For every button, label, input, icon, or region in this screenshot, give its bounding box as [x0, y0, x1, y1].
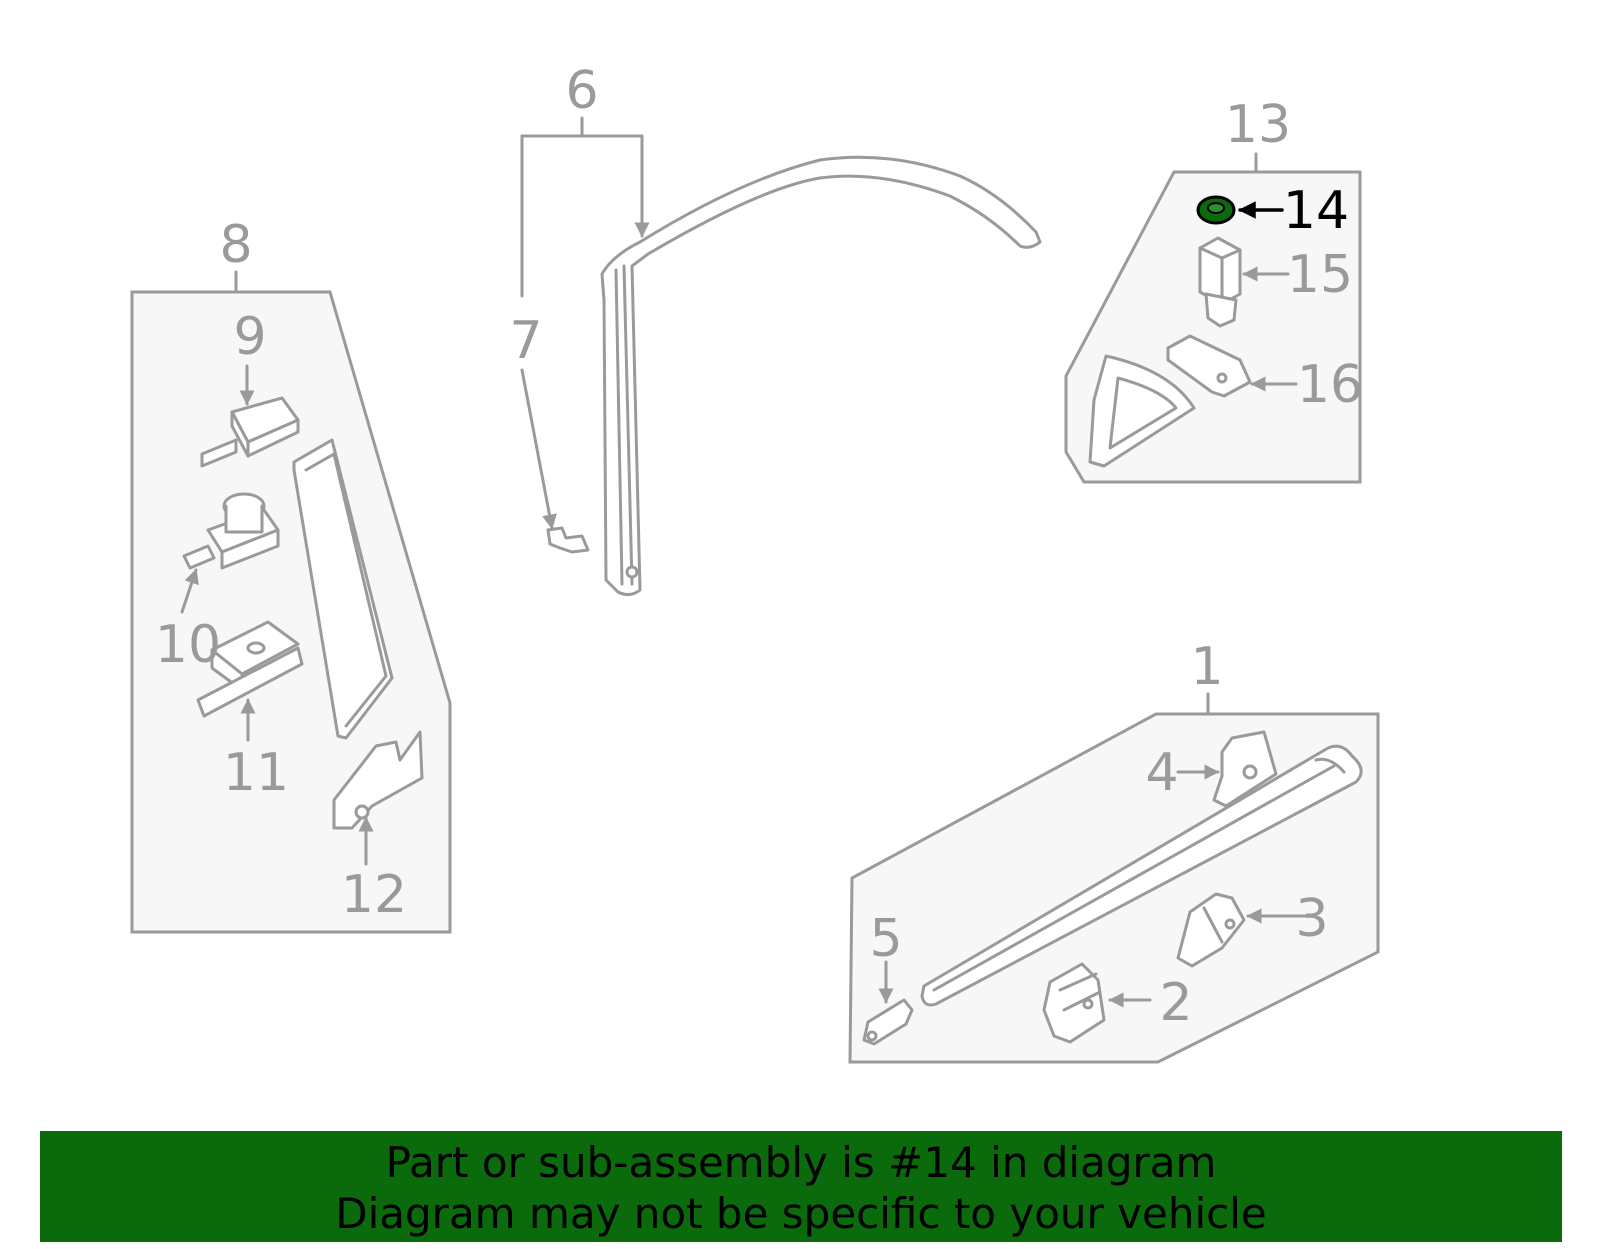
callout-11: 11 — [223, 743, 289, 803]
banner-line-1: Part or sub-assembly is #14 in diagram — [385, 1138, 1217, 1187]
door-frame-molding[interactable] — [600, 155, 1042, 597]
part-3-clip[interactable] — [1176, 892, 1246, 968]
callout-13: 13 — [1225, 95, 1291, 155]
info-banner: Part or sub-assembly is #14 in diagram D… — [40, 1131, 1562, 1242]
part-7-clip[interactable] — [546, 526, 590, 554]
pillar-trim[interactable] — [292, 438, 394, 740]
callout-8: 8 — [219, 215, 252, 275]
part-10-clip[interactable] — [182, 492, 280, 570]
panel-1 — [848, 692, 1380, 1064]
callout-10: 10 — [155, 615, 221, 675]
callout-5: 5 — [869, 909, 902, 969]
callout-6: 6 — [565, 61, 598, 121]
callout-6-bracket — [520, 116, 650, 298]
callout-15: 15 — [1287, 245, 1353, 305]
part-4-clip[interactable] — [1212, 730, 1278, 808]
callout-7: 7 — [509, 311, 542, 371]
parts-diagram: 1 2 3 4 5 6 7 8 9 10 11 12 13 14 15 16 — [130, 61, 1380, 1064]
panel-13 — [1064, 152, 1362, 484]
callout-9: 9 — [233, 307, 266, 367]
part-15-cap[interactable] — [1198, 236, 1242, 328]
callout-2: 2 — [1159, 973, 1192, 1033]
callout-1: 1 — [1190, 637, 1223, 697]
part-5-end-cap[interactable] — [862, 998, 914, 1046]
sill-plate[interactable] — [920, 744, 1363, 1007]
panel-8 — [130, 270, 452, 934]
part-2-clip[interactable] — [1042, 962, 1106, 1044]
corner-trim[interactable] — [1088, 354, 1196, 468]
part-14-grommet[interactable] — [1196, 195, 1236, 225]
part-16-clip[interactable] — [1166, 334, 1252, 398]
callout-3: 3 — [1295, 889, 1328, 949]
part-12-bracket[interactable] — [332, 730, 424, 830]
banner-line-2: Diagram may not be specific to your vehi… — [335, 1189, 1267, 1238]
callout-12: 12 — [341, 865, 407, 925]
callout-16: 16 — [1297, 355, 1363, 415]
callout-4: 4 — [1145, 743, 1178, 803]
part-11-clip[interactable] — [196, 620, 304, 718]
callout-14: 14 — [1283, 181, 1349, 241]
part-9-clip[interactable] — [200, 396, 300, 468]
